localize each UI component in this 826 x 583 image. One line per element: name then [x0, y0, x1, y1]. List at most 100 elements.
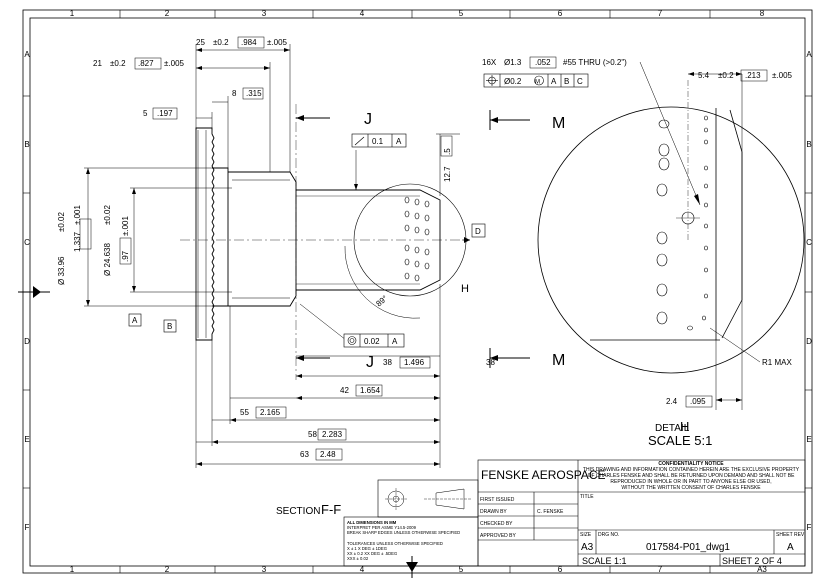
datum-features: A B D: [128, 223, 486, 333]
dim-58-in: 2.283: [322, 430, 343, 439]
title-label: TITLE: [580, 494, 594, 500]
size-value: A3: [581, 542, 594, 553]
pos-datum-b: B: [564, 77, 569, 86]
dim-25: 25: [196, 38, 205, 47]
detail-caption: DETAIL H SCALE 5:1: [648, 419, 712, 448]
rev-label: SHEET REV: [776, 532, 805, 538]
dim-38: 38: [486, 358, 495, 367]
col-label: 3: [262, 9, 267, 18]
detail-h-view: [537, 61, 805, 410]
col-label: 5: [459, 9, 464, 18]
conf-line: WITHOUT THE WRITTEN CONSENT OF CHARLES F…: [621, 485, 761, 491]
dim-boxes: [79, 36, 768, 461]
runout-fcf: 0.1 A: [351, 133, 407, 148]
col-label: 2: [165, 9, 170, 18]
dia-24638: Ø 24.638: [103, 243, 112, 276]
dim-55-in: 2.165: [260, 408, 281, 417]
dim-42: 42: [340, 386, 349, 395]
row-labels: A B C D E F A B C D E F: [24, 50, 812, 532]
datum-d: D: [475, 227, 481, 236]
dia-3396: Ø 33.96: [57, 256, 66, 285]
title-block: [343, 459, 806, 567]
detail-arrowheads: [688, 72, 742, 402]
row-label: B: [24, 140, 29, 149]
row-label: A: [806, 50, 812, 59]
dim-38: 38: [383, 358, 392, 367]
tol-note: XX ± 0.2 XX DEG ± .5DEG: [347, 551, 397, 556]
dim-54-tol: ±0.2: [718, 71, 734, 80]
drg-no-value: 017584-P01_dwg1: [646, 542, 730, 553]
dia-24638-in: .97: [121, 250, 130, 262]
section-j-bottom: J: [366, 354, 374, 371]
position-fcf: Ø0.2 M A B C: [483, 73, 589, 88]
col-label: 2: [165, 565, 170, 574]
pos-datum-a: A: [551, 77, 557, 86]
tol-note: X ± 1 X DEG ± 1DEG: [347, 546, 387, 551]
dia-24638-in-tol: ±.001: [121, 215, 130, 236]
pos-value: Ø0.2: [504, 77, 522, 86]
holes-thru: #55 THRU (>0.2"): [563, 58, 627, 67]
conc-value: 0.02: [364, 337, 380, 346]
col-label: 1: [70, 565, 75, 574]
radius-note: R1 MAX: [762, 358, 792, 367]
dia-3396-in-tol: ±.001: [73, 204, 82, 225]
column-labels: 1 2 3 4 5 6 7 8 1 2 3 4 5 6 7 A3: [70, 9, 768, 574]
rev-value: A: [787, 542, 794, 553]
tol-note: BREAK SHARP EDGES UNLESS OTHERWISE SPECI…: [347, 530, 460, 535]
dim-21-in-tol: ±.005: [164, 59, 185, 68]
dim-63: 63: [300, 450, 309, 459]
dimension-texts: 25 ±0.2 .984 ±.005 21 ±0.2 .827 ±.005 8 …: [93, 38, 793, 459]
footer-sheet-size: A3: [757, 565, 767, 574]
detail-label: DETAIL: [655, 423, 690, 434]
tol-note: ALL DIMENSIONS IN MM: [347, 520, 397, 525]
col-label: 4: [360, 9, 365, 18]
conf-title: CONFIDENTIALITY NOTICE: [658, 461, 724, 467]
datum-a: A: [132, 316, 138, 325]
diameter-texts: Ø 33.96 ±0.02 1.337 ±.001 Ø 24.638 ±0.02…: [57, 148, 452, 285]
dia-3396-tol: ±0.02: [57, 211, 66, 232]
detail-holes: [656, 115, 708, 331]
approved-by-label: APPROVED BY: [480, 533, 517, 539]
runout-value: 0.1: [372, 137, 384, 146]
dimension-lines: [84, 44, 530, 468]
row-label: C: [24, 238, 30, 247]
tol-note: INTERPRET PER ASME Y14.5-2009: [347, 525, 417, 530]
row-label: E: [806, 435, 811, 444]
dim-8-in: .315: [246, 89, 262, 98]
first-issued-label: FIRST ISSUED: [480, 497, 515, 503]
row-label: B: [806, 140, 811, 149]
col-label: 4: [360, 565, 365, 574]
tol-note: XXX ± 0.02: [347, 556, 369, 561]
conf-line: THIS DRAWING AND INFORMATION CONTAINED H…: [583, 467, 800, 473]
row-label: A: [24, 50, 30, 59]
detail-h-marker: H: [461, 283, 469, 295]
drawn-by-label: DRAWN BY: [480, 509, 507, 515]
dim-42-in: 1.654: [360, 386, 381, 395]
concentricity-fcf: 0.02 A: [343, 333, 405, 348]
sheet-value: SHEET 2 OF 4: [722, 556, 782, 566]
conf-line: REPRODUCED IN WHOLE OR IN PART TO ANYONE…: [610, 479, 771, 485]
dim-63-in: 2.48: [320, 450, 336, 459]
row-label: D: [24, 337, 30, 346]
dim-21: 21: [93, 59, 102, 68]
row-label: E: [24, 435, 29, 444]
dim-25-in-tol: ±.005: [267, 38, 288, 47]
section-m-bottom: M: [552, 352, 565, 369]
centering-marks: [18, 286, 418, 578]
detail-letter: H: [680, 419, 689, 434]
dim-24-in: .095: [690, 397, 706, 406]
section-markers: J J M M H: [364, 111, 565, 371]
section-ff-caption: SECTION F-F: [276, 502, 341, 517]
section-m-top: M: [552, 115, 565, 132]
section-j-top: J: [364, 111, 372, 128]
company-name: FENSKE AEROSPACE: [481, 468, 605, 482]
datum-b: B: [167, 322, 172, 331]
row-ticks: [23, 95, 812, 489]
col-label: 7: [658, 9, 663, 18]
size-label: SIZE: [580, 532, 592, 538]
section-ff-letters: F-F: [321, 502, 341, 517]
dim-21-in: .827: [138, 59, 154, 68]
dim-58: 58: [308, 430, 317, 439]
scale-value: SCALE 1:1: [582, 556, 627, 566]
